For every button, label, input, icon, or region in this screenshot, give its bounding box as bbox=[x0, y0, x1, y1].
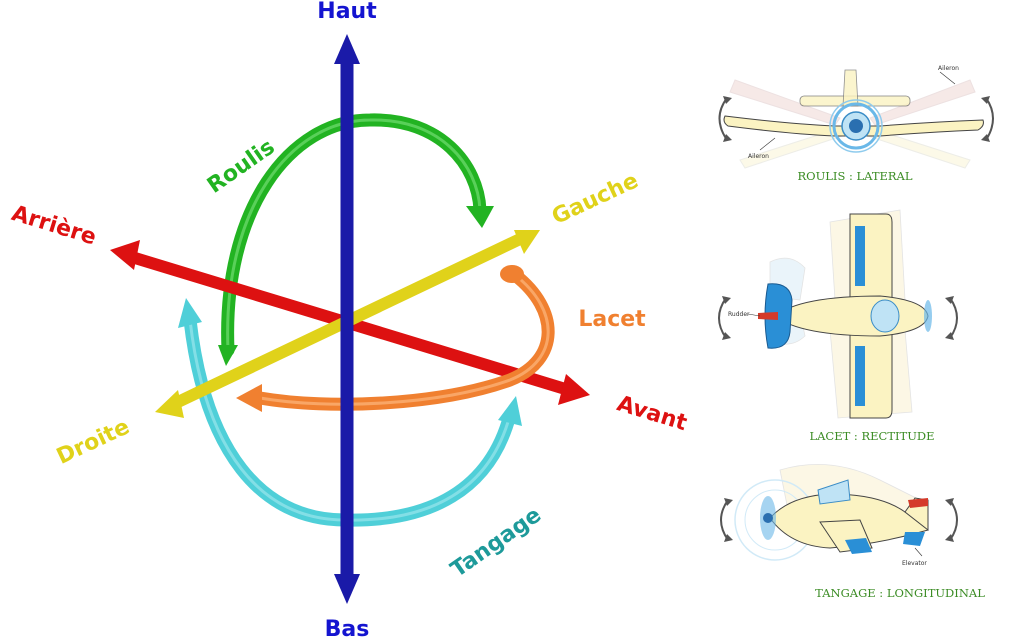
caption-lacet: LACET : RECTITUDE bbox=[809, 429, 934, 443]
label-bas: Bas bbox=[325, 617, 370, 638]
caption-roulis: ROULIS : LATERAL bbox=[798, 169, 913, 183]
callout-rudder: Rudder bbox=[728, 311, 750, 318]
panel-roulis: Aileron Aileron ROULIS : LATERAL bbox=[718, 65, 994, 183]
label-lacet: Lacet bbox=[578, 307, 646, 332]
callout-aileron-2: Aileron bbox=[748, 153, 769, 160]
panel-tangage: Elevator TANGAGE : LONGITUDINAL bbox=[720, 463, 985, 600]
vertical-axis bbox=[334, 34, 360, 604]
lacet-arrow bbox=[236, 265, 555, 412]
callout-elevator: Elevator bbox=[902, 560, 927, 567]
caption-tangage: TANGAGE : LONGITUDINAL bbox=[815, 586, 985, 600]
panel-lacet: Rudder LACET : RECTITUDE bbox=[718, 209, 958, 443]
callout-aileron-1: Aileron bbox=[938, 65, 959, 72]
label-haut: Haut bbox=[317, 0, 377, 24]
